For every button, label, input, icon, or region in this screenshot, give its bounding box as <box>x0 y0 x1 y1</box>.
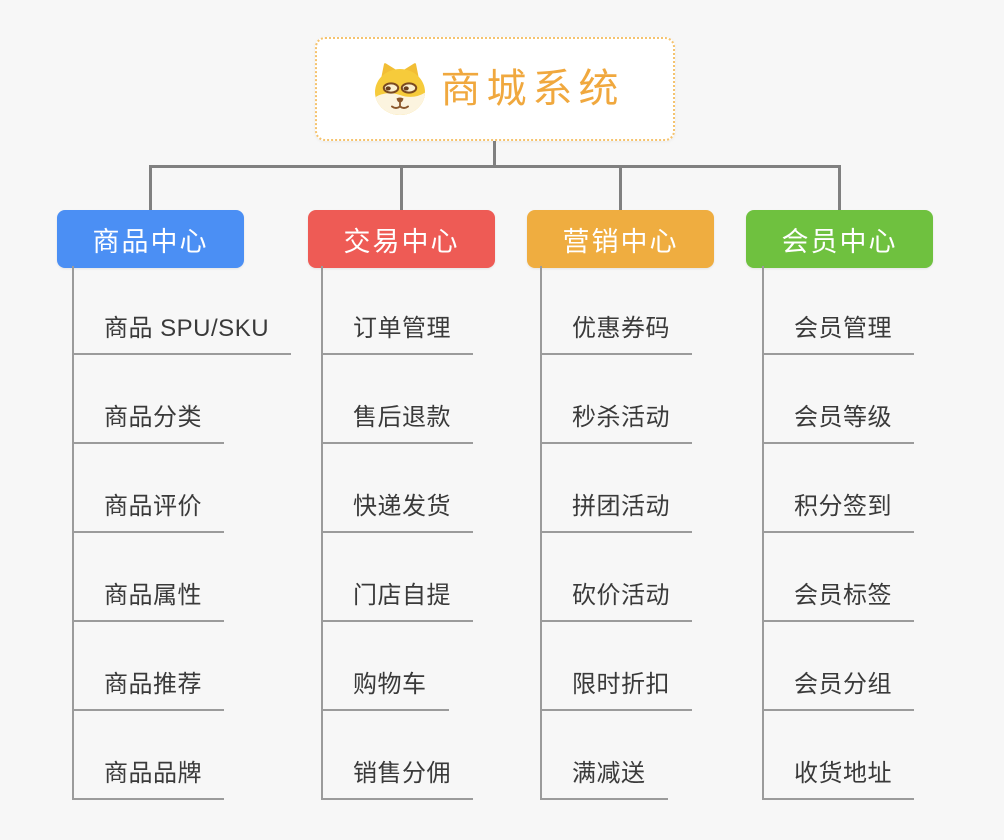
branch-trunk-line <box>321 266 323 800</box>
child-topic-product-center-2[interactable]: 商品评价 <box>72 491 224 533</box>
child-topic-trade-center-1[interactable]: 售后退款 <box>321 402 473 444</box>
child-topic-trade-center-0[interactable]: 订单管理 <box>321 313 473 355</box>
child-topic-product-center-5[interactable]: 商品品牌 <box>72 758 224 800</box>
child-topic-product-center-3[interactable]: 商品属性 <box>72 580 224 622</box>
branch-trunk-line <box>540 266 542 800</box>
child-topic-product-center-1[interactable]: 商品分类 <box>72 402 224 444</box>
dog-face-icon <box>374 63 425 115</box>
child-topic-member-center-5[interactable]: 收货地址 <box>762 758 914 800</box>
child-topic-trade-center-3[interactable]: 门店自提 <box>321 580 473 622</box>
child-topic-product-center-4[interactable]: 商品推荐 <box>72 669 224 711</box>
child-topic-member-center-3[interactable]: 会员标签 <box>762 580 914 622</box>
branch-trunk-line <box>72 266 74 800</box>
child-topic-marketing-center-5[interactable]: 满减送 <box>540 758 668 800</box>
root-node[interactable]: 商城系统 <box>315 37 675 141</box>
branch-header-member-center[interactable]: 会员中心 <box>746 210 933 268</box>
child-topic-trade-center-2[interactable]: 快递发货 <box>321 491 473 533</box>
child-topic-trade-center-5[interactable]: 销售分佣 <box>321 758 473 800</box>
child-topic-trade-center-4[interactable]: 购物车 <box>321 669 449 711</box>
branch-drop-line <box>838 165 841 210</box>
child-topic-marketing-center-1[interactable]: 秒杀活动 <box>540 402 692 444</box>
branch-drop-line <box>619 165 622 210</box>
branch-trunk-line <box>762 266 764 800</box>
child-topic-product-center-0[interactable]: 商品 SPU/SKU <box>72 313 292 355</box>
child-topic-marketing-center-3[interactable]: 砍价活动 <box>540 580 692 622</box>
child-topic-member-center-1[interactable]: 会员等级 <box>762 402 914 444</box>
child-topic-member-center-2[interactable]: 积分签到 <box>762 491 914 533</box>
branch-header-product-center[interactable]: 商品中心 <box>57 210 244 268</box>
branch-drop-line <box>149 165 152 210</box>
child-topic-member-center-4[interactable]: 会员分组 <box>762 669 914 711</box>
child-topic-marketing-center-4[interactable]: 限时折扣 <box>540 669 692 711</box>
tree-rail <box>149 165 841 168</box>
child-topic-marketing-center-2[interactable]: 拼团活动 <box>540 491 692 533</box>
child-topic-marketing-center-0[interactable]: 优惠券码 <box>540 313 692 355</box>
root-connector-stub <box>493 141 496 168</box>
branch-drop-line <box>400 165 403 210</box>
child-topic-member-center-0[interactable]: 会员管理 <box>762 313 914 355</box>
root-title: 商城系统 <box>440 67 625 111</box>
branch-header-marketing-center[interactable]: 营销中心 <box>527 210 714 268</box>
branch-header-trade-center[interactable]: 交易中心 <box>308 210 495 268</box>
